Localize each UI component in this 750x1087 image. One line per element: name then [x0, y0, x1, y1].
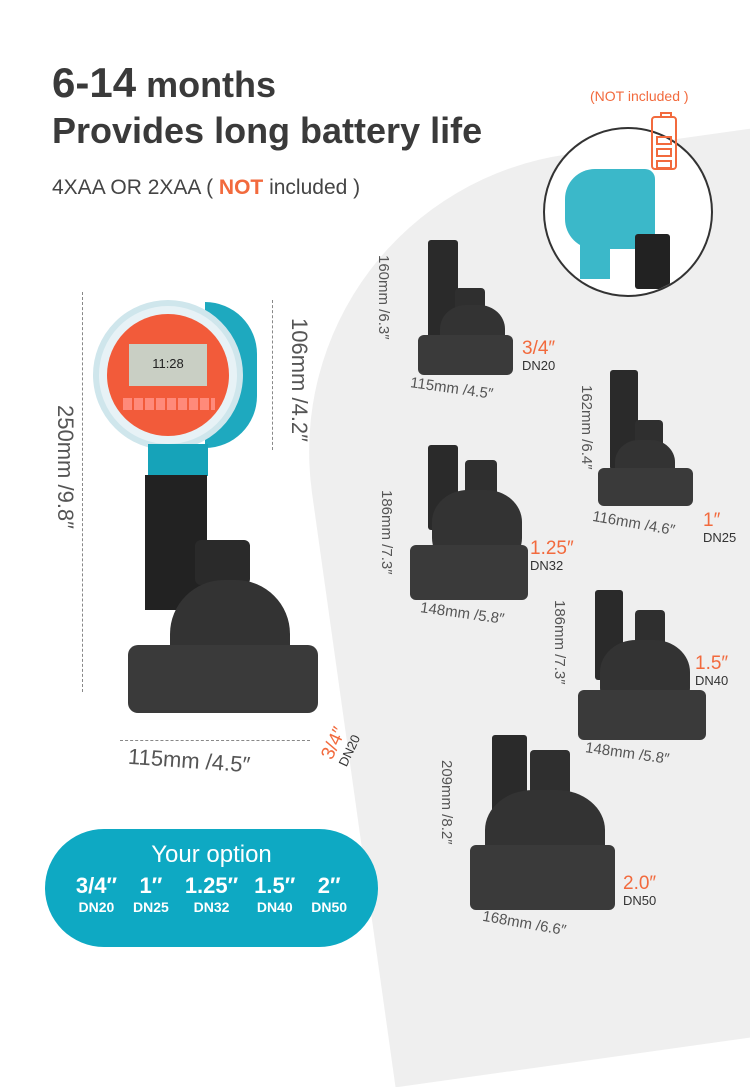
size-label: 3/4″DN20 — [522, 338, 556, 373]
not-included-note: (NOT included ) — [590, 88, 689, 104]
battery-icon — [651, 112, 677, 170]
size-label: 1.25″DN32 — [530, 538, 574, 573]
battery-note: 4XAA OR 2XAA ( NOT included ) — [52, 176, 361, 199]
option-dn20: 3/4″DN20 — [75, 873, 118, 915]
main-height-total: 250mm /9.8″ — [53, 405, 78, 529]
headline: 6-14 months Provides long battery life — [52, 59, 483, 152]
battery-compartment-inset — [543, 127, 713, 297]
size-label: 1″DN25 — [703, 510, 737, 545]
size-options-pill: Your option 3/4″DN20 1″DN25 1.25″DN32 1.… — [45, 829, 378, 947]
main-width: 115mm /4.5″ — [127, 743, 252, 778]
option-dn40: 1.5″DN40 — [254, 873, 296, 915]
lcd-display: 11:28 — [129, 344, 207, 386]
option-dn32: 1.25″DN32 — [184, 873, 239, 915]
options-title: Your option — [151, 841, 272, 868]
option-dn25: 1″DN25 — [133, 873, 169, 915]
size-label: 2.0″DN50 — [623, 873, 657, 908]
size-label: 1.5″DN40 — [695, 653, 729, 688]
main-height-timer: 106mm /4.2″ — [287, 318, 312, 442]
option-dn50: 2″DN50 — [311, 873, 348, 915]
